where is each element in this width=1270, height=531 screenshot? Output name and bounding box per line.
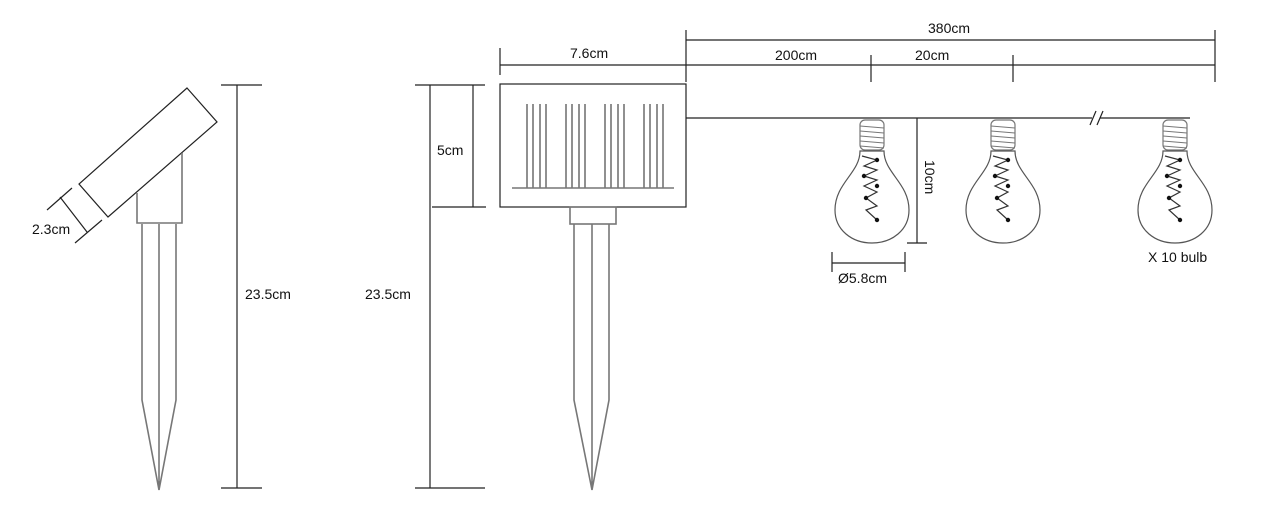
bulb-3 [1137, 119, 1213, 244]
bulb-count-label: X 10 bulb [1148, 249, 1207, 265]
front-view: 23.5cm 5cm 7.6cm [365, 30, 687, 491]
wire [686, 110, 1190, 126]
bulb-2 [965, 119, 1041, 244]
stake [573, 224, 610, 491]
side-height-label: 23.5cm [245, 286, 291, 302]
bulb-diameter-label: Ø5.8cm [838, 270, 887, 286]
bulb-height-label: 10cm [922, 160, 938, 194]
bulb-1 [834, 119, 910, 244]
total-length-label: 380cm [928, 20, 970, 36]
panel-width-label: 7.6cm [570, 45, 608, 61]
neck [569, 206, 617, 225]
thickness-dimension [46, 187, 103, 244]
front-height-label: 23.5cm [365, 286, 411, 302]
neck [136, 153, 183, 224]
panel-thickness-label: 2.3cm [32, 221, 70, 237]
side-view: 23.5cm 2.3cm [32, 84, 291, 491]
stake [141, 224, 177, 491]
spacing-label: 20cm [915, 47, 949, 63]
string-lights: 380cm 200cm 20cm 10cm Ø5.8cm X 10 bulb [686, 20, 1216, 286]
panel-height-label: 5cm [437, 142, 463, 158]
lead-length-label: 200cm [775, 47, 817, 63]
height-dimension [221, 84, 262, 489]
solar-panel-side [78, 87, 218, 218]
